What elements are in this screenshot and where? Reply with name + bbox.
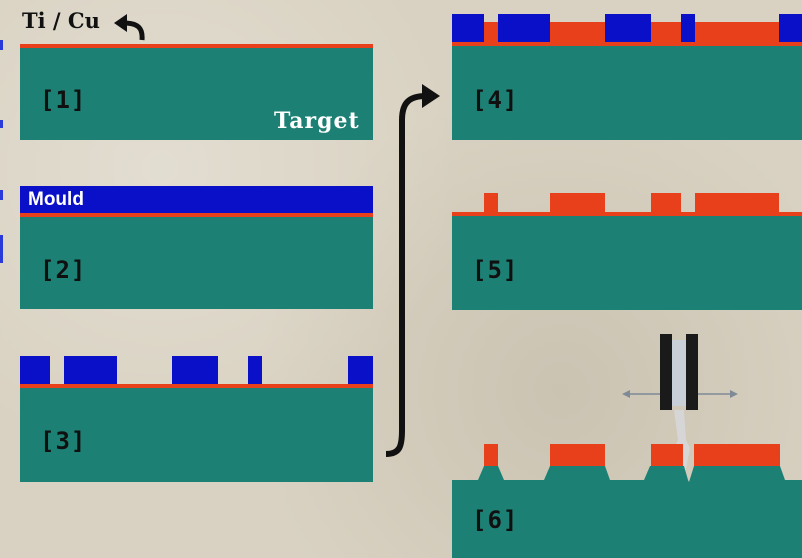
panel3-mould-block bbox=[172, 356, 218, 384]
panel6-cu-structure bbox=[651, 444, 683, 466]
panel6-cu-structure bbox=[484, 444, 498, 466]
panel3-mould-block bbox=[248, 356, 262, 384]
panel4-mould-block bbox=[498, 14, 550, 42]
panel4-mould-block bbox=[452, 14, 484, 42]
ti-cu-label: Ti / Cu bbox=[22, 8, 100, 33]
panel5-ti-cu-layer bbox=[452, 212, 802, 216]
target-label: Target bbox=[274, 108, 360, 134]
step-label-5: [5] bbox=[472, 256, 519, 284]
panel6-substrate bbox=[452, 466, 802, 558]
panel3-mould-block bbox=[348, 356, 373, 384]
curved-arrow-icon bbox=[114, 14, 145, 41]
panel5-cu-structure bbox=[695, 193, 779, 213]
step-label-3: [3] bbox=[40, 427, 87, 455]
panel4-mould-block bbox=[605, 14, 651, 42]
step-label-1: [1] bbox=[40, 86, 87, 114]
panel5-substrate bbox=[452, 216, 802, 310]
step-label-6: [6] bbox=[472, 506, 519, 534]
mould-label: Mould bbox=[28, 189, 84, 210]
step-label-2: [2] bbox=[40, 256, 87, 284]
panel2-substrate bbox=[20, 217, 373, 309]
panel5-cu-structure bbox=[484, 193, 498, 213]
panel2-ti-cu-layer bbox=[20, 213, 373, 217]
panel4-substrate bbox=[452, 46, 802, 140]
panel1-substrate bbox=[20, 48, 373, 140]
panel4-ti-cu-layer bbox=[452, 42, 802, 46]
step-label-4: [4] bbox=[472, 86, 519, 114]
edge-mark-1 bbox=[0, 40, 3, 50]
edge-mark-2 bbox=[0, 120, 3, 128]
panel2-mould-layer bbox=[20, 186, 373, 213]
panel4-mould-block bbox=[779, 14, 802, 42]
panel6-cu-structure bbox=[550, 444, 605, 466]
panel5-cu-structure bbox=[651, 193, 681, 213]
panel6-cu-structure bbox=[694, 444, 780, 466]
panel3-mould-block bbox=[64, 356, 117, 384]
edge-mark-4 bbox=[0, 235, 3, 263]
panel1-ti-cu-layer bbox=[20, 44, 373, 48]
panel3-mould-block bbox=[20, 356, 50, 384]
panel4-mould-block bbox=[681, 14, 695, 42]
edge-mark-3 bbox=[0, 190, 3, 200]
panel3-substrate bbox=[20, 388, 373, 482]
process-arrow-icon bbox=[385, 84, 440, 457]
panel5-cu-structure bbox=[550, 193, 605, 213]
panel3-ti-cu-layer bbox=[20, 384, 373, 388]
